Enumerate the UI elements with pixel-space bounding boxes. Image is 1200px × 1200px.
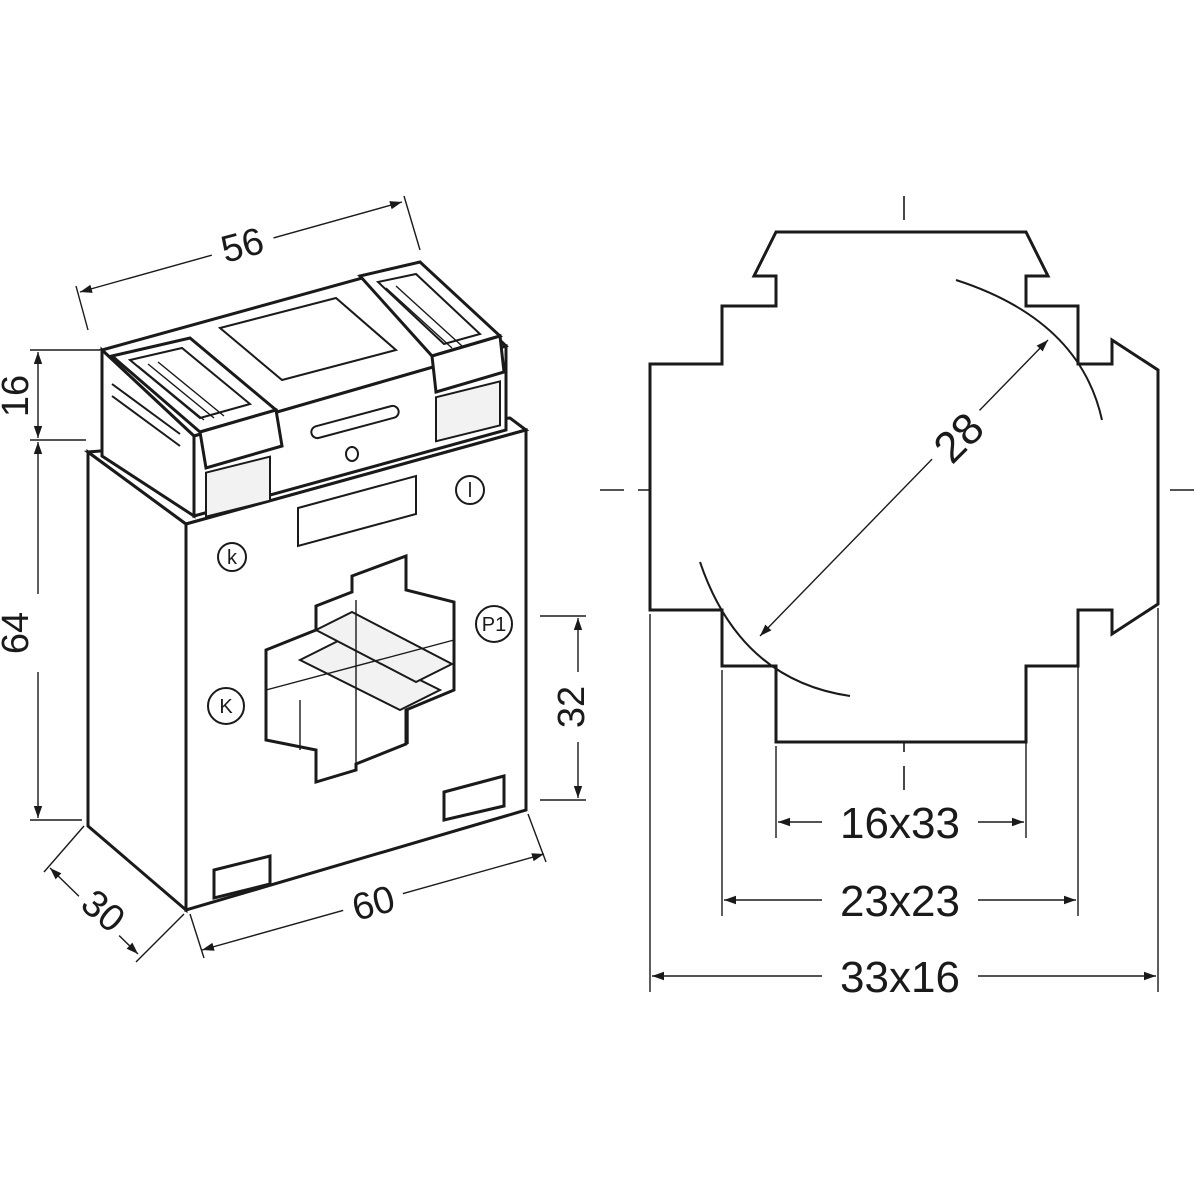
terminal-mark-p1-label: P1 <box>482 614 506 636</box>
dimension-top-width: 56 <box>75 195 421 331</box>
terminal-block-front <box>192 344 508 518</box>
terminal-window-right <box>435 380 501 443</box>
terminal-mark-k-small-label: k <box>227 547 238 569</box>
terminal-window-left <box>205 455 271 518</box>
terminal-mark-l-small-label: l <box>468 480 472 502</box>
isometric-view: k l K P1 <box>0 195 598 963</box>
dimension-window-height: 32 <box>540 615 598 801</box>
dimension-terminal-height: 16 <box>0 349 100 441</box>
terminal-mark-k-small: k <box>217 542 247 572</box>
nameplate <box>297 474 417 548</box>
dimension-body-height-label: 64 <box>0 612 37 654</box>
groove-slot <box>310 404 400 440</box>
opening-profile-view: 28 16x33 23x23 33x16 <box>600 196 1200 1002</box>
clamp-line <box>137 365 205 421</box>
mounting-foot-right <box>442 774 506 822</box>
dimension-opening-inner: 16x33 <box>778 796 1024 848</box>
side-slot <box>111 383 181 435</box>
terminal-block <box>99 260 509 519</box>
dimension-body-height: 64 <box>0 442 82 821</box>
dimension-depth-label: 30 <box>73 882 132 941</box>
terminal-clamp-right-front <box>430 334 506 394</box>
terminal-mark-l-small: l <box>455 475 485 505</box>
terminal-clamp-left-slot <box>127 346 253 420</box>
clamp-line <box>157 361 225 417</box>
body-side-face <box>86 449 188 914</box>
window-centerline <box>265 639 455 691</box>
dimension-terminal-height-label: 16 <box>0 375 37 417</box>
dimension-window-height-label: 32 <box>551 686 593 728</box>
terminal-mark-k-large: K <box>207 687 245 725</box>
label-window <box>217 296 399 382</box>
dimension-opening-inner-label: 16x33 <box>840 799 960 848</box>
diameter-arc-top <box>955 279 1103 421</box>
dimension-opening-outer: 33x16 <box>652 950 1156 1002</box>
terminal-mark-p1: P1 <box>475 605 513 643</box>
terminal-clamp-left-front <box>198 408 284 470</box>
terminal-clamp-right-slot <box>375 272 482 346</box>
diameter-arc-bottom <box>699 561 851 697</box>
side-slot <box>111 395 181 447</box>
clamp-line <box>395 285 463 347</box>
clamp-line <box>385 287 453 349</box>
screw-hole <box>345 446 359 462</box>
dimension-opening-outer-label: 33x16 <box>840 953 960 1002</box>
dimension-opening-middle-label: 23x23 <box>840 877 960 926</box>
terminal-mark-k-large-label: K <box>219 696 233 718</box>
primary-window-iso <box>264 553 456 785</box>
dimension-opening-middle: 23x23 <box>724 874 1076 926</box>
clamp-line <box>147 363 215 419</box>
